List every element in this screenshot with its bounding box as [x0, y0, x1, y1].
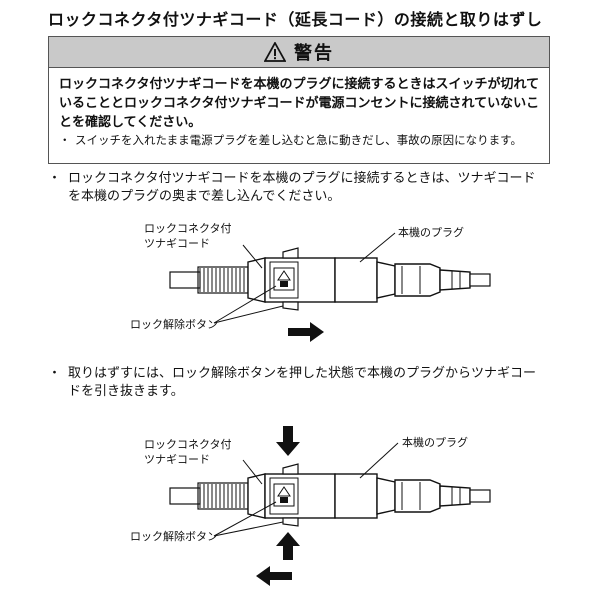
machine-plug [334, 473, 491, 519]
warning-header-label: 警告 [294, 43, 334, 64]
arrow-left-icon [256, 566, 292, 586]
warning-note-text: スイッチを入れたまま電源プラグを差し込むと急に動きだし、事故の原因になります。 [75, 133, 523, 147]
diagram2-label-plug: 本機のプラグ [402, 436, 468, 449]
lock-release-button-icon [273, 267, 295, 291]
diagram1-label-cord-line2: ツナギコード [144, 237, 210, 250]
arrow-down-icon [276, 426, 300, 456]
diagram2-label-cord-line2: ツナギコード [144, 453, 210, 466]
warning-header: 警告 [49, 37, 549, 68]
section2-text: 取りはずすには、ロック解除ボタンを押した状態で本機のプラグからツナギコードを引き… [68, 366, 537, 399]
section1-instruction: ・ ロックコネクタ付ツナギコードを本機のプラグに接続するときは、ツナギコードを本… [48, 170, 548, 206]
warning-note-bullet: ・ [59, 133, 71, 147]
lock-connector [247, 247, 336, 311]
diagram1-label-cord-line1: ロックコネクタ付 [144, 222, 232, 235]
page-title: ロックコネクタ付ツナギコード（延長コード）の接続と取りはずし [48, 10, 543, 29]
diagram1-label-plug: 本機のプラグ [398, 226, 464, 239]
warning-triangle-icon [264, 42, 286, 62]
section2-bullet: ・ [48, 366, 62, 381]
machine-plug [334, 257, 491, 303]
warning-note: ・スイッチを入れたまま電源プラグを差し込むと急に動きだし、事故の原因になります。 [59, 133, 545, 148]
diagram2-label-cord-line1: ロックコネクタ付 [144, 438, 232, 451]
arrow-up-icon [276, 532, 300, 560]
warning-box: 警告 ロックコネクタ付ツナギコードを本機のプラグに接続するときはスイッチが切れて… [48, 36, 550, 164]
extension-cord-cable [169, 266, 249, 294]
warning-main-text: ロックコネクタ付ツナギコードを本機のプラグに接続するときはスイッチが切れているこ… [59, 77, 540, 130]
arrow-right-icon [288, 322, 324, 342]
lock-connector [247, 463, 336, 527]
section1-bullet: ・ [48, 171, 62, 186]
section2-instruction: ・ 取りはずすには、ロック解除ボタンを押した状態で本機のプラグからツナギコードを… [48, 365, 548, 401]
extension-cord-cable [169, 482, 249, 510]
section1-text: ロックコネクタ付ツナギコードを本機のプラグに接続するときは、ツナギコードを本機の… [68, 171, 536, 204]
lock-release-button-icon [273, 483, 295, 507]
diagram1-label-release: ロック解除ボタン [130, 318, 218, 331]
diagram2-label-release: ロック解除ボタン [130, 530, 218, 543]
